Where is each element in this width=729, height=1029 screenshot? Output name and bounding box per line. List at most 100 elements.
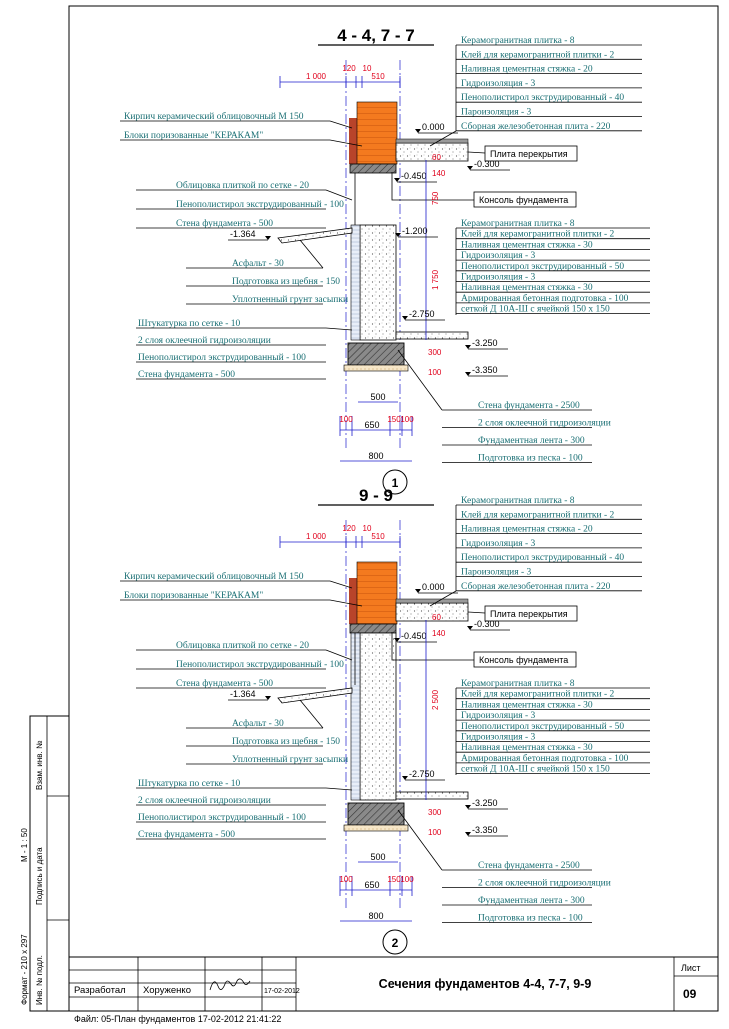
dim-650: 650 — [364, 420, 379, 430]
wall-label-0: Кирпич керамический облицовочный М 150 — [124, 111, 304, 122]
roof-layer-6: Сборная железобетонная плита - 220 — [461, 581, 611, 592]
roof-layer-3: Гидроизоляция - 3 — [461, 539, 536, 549]
brick-wall — [356, 561, 398, 625]
level-ground-text: -1.364 — [230, 229, 256, 239]
console-label-box — [473, 651, 577, 668]
dim-100-v: 100 — [428, 368, 442, 377]
facing-label-2: Стена фундамента - 500 — [176, 678, 273, 689]
footing-label-0: Стена фундамента - 2500 — [478, 400, 580, 411]
level-2750-text: -2.750 — [409, 309, 435, 319]
side-cell-signature: Подпись и дата — [35, 847, 44, 905]
file-line: Файл: 05-План фундаментов 17-02-2012 21:… — [74, 1014, 281, 1024]
floor-layer-3: Гидроизоляция - 3 — [461, 711, 536, 721]
roof-layer-6: Сборная железобетонная плита - 220 — [461, 121, 611, 132]
wall-label-0: Кирпич керамический облицовочный М 150 — [124, 571, 304, 582]
level-0450-text: -0.450 — [401, 631, 427, 641]
floor-finish — [395, 598, 469, 604]
console-label-box — [473, 191, 577, 208]
roof-layer-2: Наливная цементная стяжка - 20 — [461, 525, 593, 535]
wall-label-1: Блоки поризованные "КЕРАКАМ" — [124, 591, 263, 601]
section-badge — [382, 929, 408, 955]
facing-label-0: Облицовка плиткой по сетке - 20 — [176, 640, 309, 651]
dim-300-v: 300 — [428, 348, 442, 357]
level-0450-text: -0.450 — [401, 171, 427, 181]
sand-bed — [343, 824, 409, 832]
format-label: Формат - 210 х 297 — [20, 934, 29, 1005]
level-1200-mark — [395, 233, 401, 237]
facing-label-1: Пенополистирол экструдированный - 100 — [176, 659, 344, 670]
facing-leader — [325, 189, 353, 201]
level-0000-text: 0.000 — [422, 122, 445, 132]
wall-label-1: Блоки поризованные "КЕРАКАМ" — [124, 131, 263, 141]
dim-100b: 100 — [400, 415, 414, 424]
floor-layer-4: Пенополистирол экструдированный - 50 — [461, 261, 624, 272]
roof-layer-4: Пенополистирол экструдированный - 40 — [461, 552, 624, 563]
level-ground-text: -1.364 — [230, 689, 256, 699]
dim-10: 10 — [363, 524, 372, 533]
dim-150: 150 — [387, 875, 401, 884]
brick-face — [349, 578, 357, 624]
wall-insulation — [350, 632, 361, 801]
base-label-0: Штукатурка по сетке - 10 — [138, 779, 241, 789]
asphalt-blind-area — [277, 227, 353, 244]
dim-100b: 100 — [400, 875, 414, 884]
floor-layer-2: Наливная цементная стяжка - 30 — [461, 700, 593, 710]
asphalt-blind-area — [277, 687, 353, 704]
footing-label-2: Фундаментная лента - 300 — [478, 896, 585, 906]
roof-layer-2: Наливная цементная стяжка - 20 — [461, 65, 593, 75]
roof-layer-0: Керамогранитная плитка - 8 — [461, 36, 575, 46]
level-0000-text: 0.000 — [422, 582, 445, 592]
console-label: Консоль фундамента — [479, 655, 568, 665]
dim-800: 800 — [368, 911, 383, 921]
ground-floor-slab — [395, 791, 469, 800]
dim-100a: 100 — [339, 415, 353, 424]
brick-wall — [356, 101, 398, 165]
footing — [347, 802, 405, 826]
ground-leader — [299, 699, 324, 729]
floor-layer-4: Пенополистирол экструдированный - 50 — [461, 721, 624, 732]
dim-500: 500 — [370, 392, 385, 402]
section-title: 9 - 9 — [359, 486, 393, 505]
roof-layer-5: Пароизоляция - 3 — [461, 568, 532, 578]
floor-layer-7: Армированная бетонная подготовка - 100 — [461, 293, 629, 304]
floor-layer-7: Армированная бетонная подготовка - 100 — [461, 753, 629, 764]
ground-label-1: Подготовка из щебня - 150 — [232, 276, 340, 287]
scale-label: М - 1 : 50 — [20, 828, 29, 862]
base-label-1: 2 слоя оклеечной гидроизоляции — [138, 335, 271, 346]
footing-label-1: 2 слоя оклеечной гидроизоляции — [478, 418, 611, 429]
side-strip: Формат - 210 х 297 М - 1 : 50 Взам. инв.… — [20, 715, 70, 1012]
floor-layer-5: Гидроизоляция - 3 — [461, 733, 536, 743]
dim-150: 150 — [387, 415, 401, 424]
floor-layer-0: Керамогранитная плитка - 8 — [461, 679, 575, 689]
slab-label-box — [484, 605, 578, 622]
level-0300-text: -0.300 — [474, 159, 500, 169]
floor-finish — [395, 138, 469, 144]
level-3350-text: -3.350 — [472, 365, 498, 375]
facing-label-2: Стена фундамента - 500 — [176, 218, 273, 229]
ground-label-1: Подготовка из щебня - 150 — [232, 736, 340, 747]
floor-layer-6: Наливная цементная стяжка - 30 — [461, 743, 593, 753]
roof-layer-0: Керамогранитная плитка - 8 — [461, 496, 575, 506]
developed-label: Разработал — [74, 985, 126, 996]
floor-layer-0: Керамогранитная плитка - 8 — [461, 219, 575, 229]
level-2750-text: -2.750 — [409, 769, 435, 779]
sheet-label: Лист — [681, 963, 701, 973]
footing-leader — [397, 349, 443, 411]
footing — [347, 342, 405, 366]
side-cell-inventory: Инв. № подл. — [35, 955, 44, 1005]
drawing-title: Сечения фундаментов 4-4, 7-7, 9-9 — [379, 977, 592, 991]
section-badge-number: 2 — [392, 936, 399, 950]
slab-leader — [467, 611, 486, 614]
foundation-wall — [359, 632, 397, 801]
level-3350-text: -3.350 — [472, 825, 498, 835]
brick-face — [349, 118, 357, 164]
slab-label: Плита перекрытия — [490, 609, 568, 619]
base-leader — [325, 787, 353, 791]
floor-layer-1: Клей для керамогранитной плитки - 2 — [461, 689, 615, 700]
dim-120: 120 — [342, 524, 356, 533]
level-3250-mark — [465, 805, 471, 809]
footing-leader — [397, 809, 443, 871]
level-0450-mark — [394, 178, 400, 182]
